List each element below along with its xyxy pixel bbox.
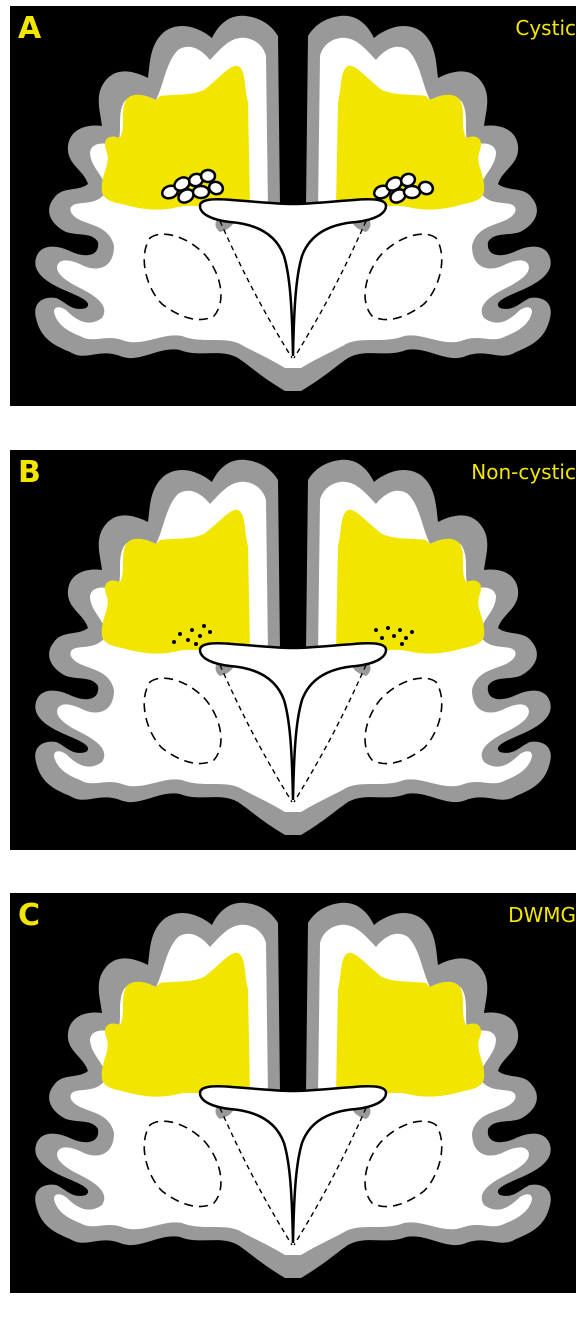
panel-caption: DWMG (508, 905, 576, 925)
panel-letter: C (18, 901, 39, 931)
panel-letter: A (18, 14, 40, 44)
panel-caption: Non-cystic (471, 462, 576, 482)
panel-a: A Cystic (10, 6, 576, 406)
panel-c: C DWMG (10, 893, 576, 1293)
brain-diagram-a (10, 6, 576, 406)
brain-diagram-b (10, 450, 576, 850)
panel-b: B Non-cystic (10, 450, 576, 850)
panel-caption: Cystic (515, 18, 576, 38)
brain-diagram-c (10, 893, 576, 1293)
panel-letter: B (18, 458, 40, 488)
